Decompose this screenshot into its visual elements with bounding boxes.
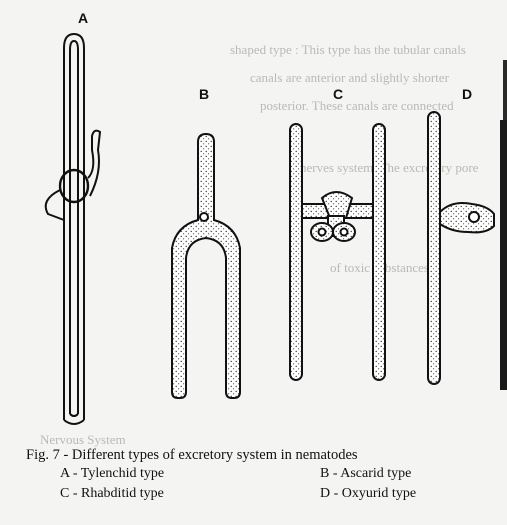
legend-item-c: C - Rhabditid type	[60, 485, 320, 503]
label-b: B	[199, 86, 209, 102]
figure-legend: A - Tylenchid type B - Ascarid type C - …	[60, 465, 480, 503]
legend-item-b: B - Ascarid type	[320, 465, 480, 483]
label-d: D	[462, 86, 472, 102]
diagram-a-tylenchid	[46, 34, 100, 424]
page-edge-shadow	[500, 60, 507, 390]
legend-item-a: A - Tylenchid type	[60, 465, 320, 483]
legend-item-d: D - Oxyurid type	[320, 485, 480, 503]
diagram-b-ascarid	[172, 134, 240, 398]
figure-caption: Fig. 7 - Different types of excretory sy…	[26, 446, 496, 464]
label-c: C	[333, 86, 343, 102]
diagram-c-rhabditid	[290, 124, 385, 380]
diagram-d-oxyurid	[428, 112, 494, 384]
label-a: A	[78, 10, 88, 26]
